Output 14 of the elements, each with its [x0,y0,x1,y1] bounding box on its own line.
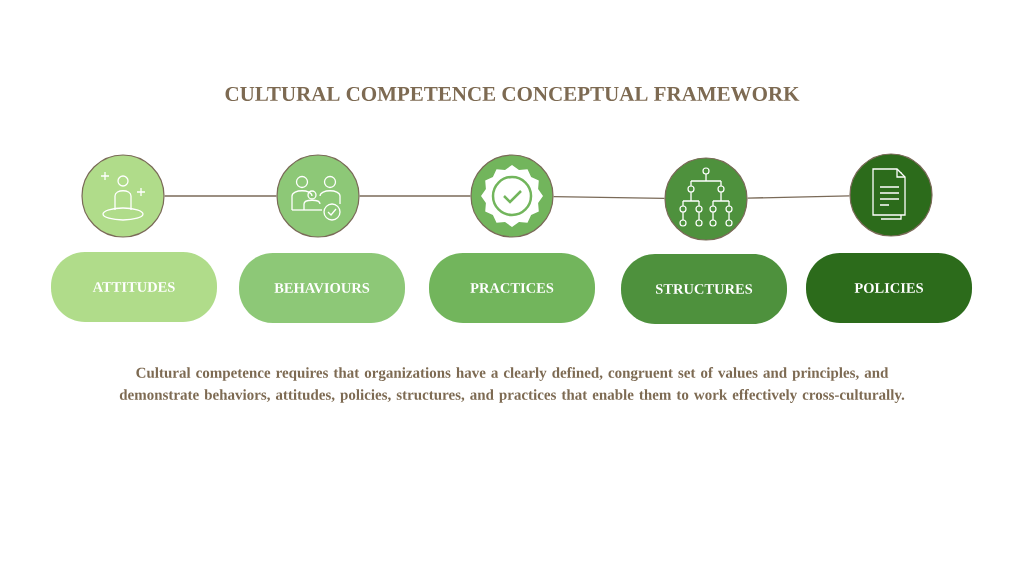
label-pill: POLICIES [806,253,972,323]
label-pill: PRACTICES [429,253,595,323]
connector-line [163,195,278,197]
title: CULTURAL COMPETENCE CONCEPTUAL FRAMEWORK [225,86,800,102]
icon-circle [276,154,360,238]
icon-circle [81,154,165,238]
label-pill: ATTITUDES [51,252,217,322]
connector-line [746,195,851,199]
description-text: Cultural competence requires that organizations have a clearly defined, congruent set of values and principles, and demonstrate behaviors, attitudes, policies, structures, and practices that enable them to work effectively cross-culturally. [119,367,905,403]
label-pill: STRUCTURES [621,254,787,324]
connector-line [552,196,666,199]
label-pill: BEHAVIOURS [239,253,405,323]
connector-line [358,195,472,197]
icon-circle [664,157,748,241]
